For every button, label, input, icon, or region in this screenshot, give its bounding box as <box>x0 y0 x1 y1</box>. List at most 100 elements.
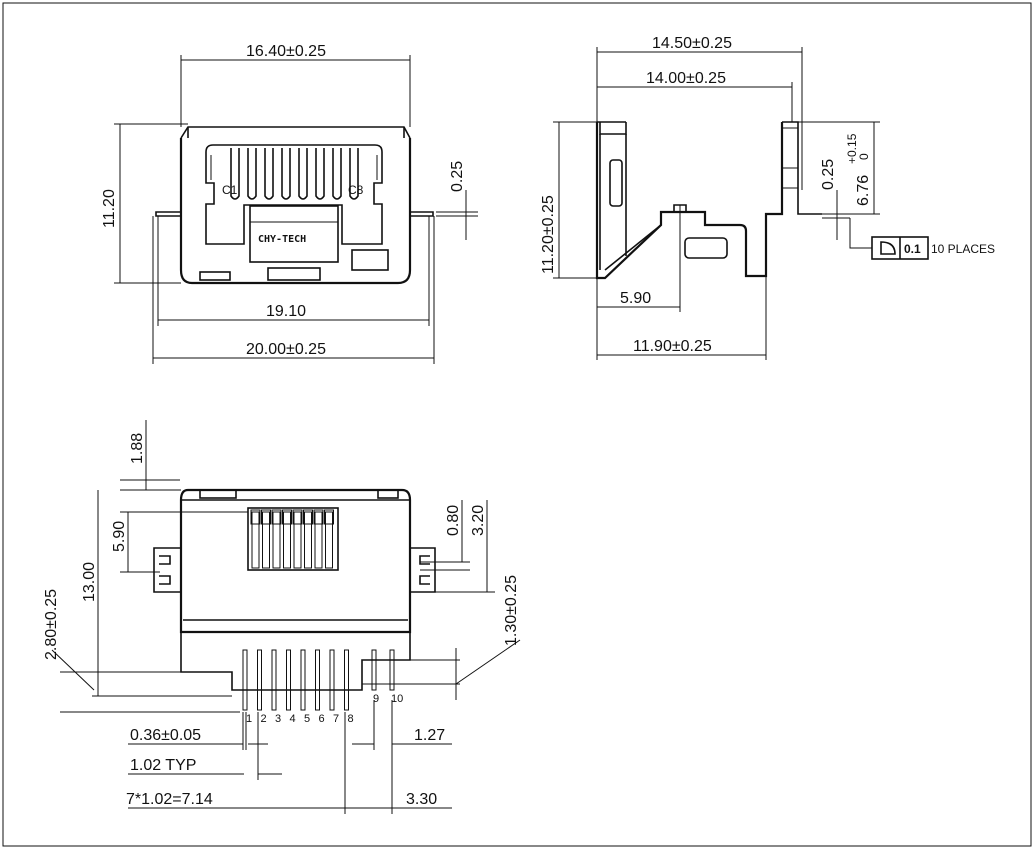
contact-finger <box>293 511 302 569</box>
profile-symbol-icon <box>880 241 896 255</box>
foot-center <box>267 267 321 281</box>
tolerance-value: 0.1 <box>904 242 921 256</box>
dim-pin-pitch: 1.02 TYP <box>130 757 196 774</box>
led-pin <box>371 649 377 691</box>
bottom-post-right-detail <box>419 555 430 585</box>
contact-finger <box>332 148 342 200</box>
port-inner <box>210 155 378 180</box>
contact-finger <box>230 148 240 200</box>
dim-pin-span: 19.10 <box>266 303 306 320</box>
led-pin <box>389 649 395 691</box>
pin-number: 8 <box>348 713 354 725</box>
signal-pin <box>257 649 262 711</box>
bottom-lower-body <box>180 632 411 691</box>
dim-overall-width: 20.00±0.25 <box>246 341 326 358</box>
dim-tol-upper: +0.15 <box>845 133 859 164</box>
contact-finger <box>314 511 323 569</box>
pin-number: 5 <box>304 713 310 725</box>
dim-tol-lower: 0 <box>857 153 871 160</box>
pin-number: 3 <box>275 713 281 725</box>
side-outline <box>595 122 784 280</box>
bottom-foot-right <box>377 489 399 499</box>
side-view: 14.50±0.25 14.00±0.25 11.20±0.25 0.25 6.… <box>540 35 995 360</box>
front-tab-left <box>155 211 181 217</box>
signal-pin <box>329 649 335 711</box>
foot-left <box>199 271 231 281</box>
front-housing-top <box>180 126 411 139</box>
signal-pin <box>300 649 306 711</box>
label-c8: C8 <box>348 183 364 197</box>
front-tab-right <box>410 211 434 217</box>
contact-finger-head <box>261 509 271 525</box>
led-pin-row: 9 10 <box>371 649 403 705</box>
contact-finger-head <box>303 509 313 525</box>
led-window <box>351 249 389 271</box>
contact-finger <box>315 148 325 200</box>
pin-number: 2 <box>261 713 267 725</box>
pin-number: 1 <box>246 713 252 725</box>
signal-pin <box>344 649 349 711</box>
leader-tolerance <box>849 218 872 249</box>
pin-number: 6 <box>319 713 325 725</box>
port-opening <box>205 144 383 245</box>
contact-finger-head <box>324 509 334 525</box>
led-pin-number: 9 <box>373 693 379 705</box>
signal-pin <box>271 649 277 711</box>
contact-finger <box>262 511 270 569</box>
contact-finger-head <box>313 509 324 525</box>
contact-finger <box>304 511 312 569</box>
dim-body-depth: 11.90±0.25 <box>633 338 712 355</box>
dim-bottom-post-offset: 5.90 <box>111 521 128 552</box>
signal-pin <box>286 649 291 711</box>
leader-slot-tol <box>455 639 521 685</box>
dim-tab-thickness: 0.25 <box>449 161 466 192</box>
dim-slot-width: 0.80 <box>445 505 462 536</box>
dim-top-offset: 1.88 <box>129 433 146 464</box>
leader-post-height <box>51 649 95 691</box>
dim-length-outer: 14.50±0.25 <box>652 35 732 52</box>
contact-finger <box>349 148 359 200</box>
dim-post-height: 2.80±0.25 <box>43 589 60 660</box>
dim-overall-length: 13.00 <box>81 562 98 602</box>
bottom-foot-left <box>199 489 237 499</box>
logo-text: CHY-TECH <box>258 234 306 245</box>
dim-slot-length: 3.20 <box>470 505 487 536</box>
signal-pin <box>315 649 320 711</box>
side-latch-slot <box>609 159 623 207</box>
bottom-housing <box>179 488 412 634</box>
pin-row <box>242 649 349 711</box>
pin-number: 4 <box>290 713 296 725</box>
tolerance-note: 10 PLACES <box>931 242 995 256</box>
contact-finger <box>251 511 260 569</box>
contact-fingers <box>230 148 359 200</box>
dim-pin-diameter: 0.36±0.05 <box>130 727 201 744</box>
pin-number: 7 <box>333 713 339 725</box>
dim-side-thickness: 0.25 <box>820 159 837 190</box>
dim-pin-row: 7*1.02=7.14 <box>126 791 213 808</box>
contact-finger-head <box>282 509 292 525</box>
contact-finger-head <box>250 509 261 525</box>
contact-finger <box>281 148 291 200</box>
contact-finger-head <box>292 509 303 525</box>
signal-pin <box>242 649 248 711</box>
dim-height: 11.20 <box>101 189 118 228</box>
contact-finger-head <box>271 509 282 525</box>
front-housing <box>179 138 412 285</box>
label-c1: C1 <box>222 183 238 197</box>
dim-post-offset: 5.90 <box>620 290 651 307</box>
led-pin-number: 10 <box>391 693 403 705</box>
side-window <box>684 237 728 259</box>
contact-finger <box>325 511 333 569</box>
contact-finger <box>283 511 291 569</box>
dim-length-inner: 14.00±0.25 <box>646 70 726 87</box>
bottom-post-left <box>153 547 181 593</box>
dim-row-gap: 3.30 <box>406 791 437 808</box>
dim-top-width: 16.40±0.25 <box>246 43 326 60</box>
dim-side-height: 11.20±0.25 <box>540 195 557 274</box>
bottom-contact-fingers <box>250 509 334 569</box>
